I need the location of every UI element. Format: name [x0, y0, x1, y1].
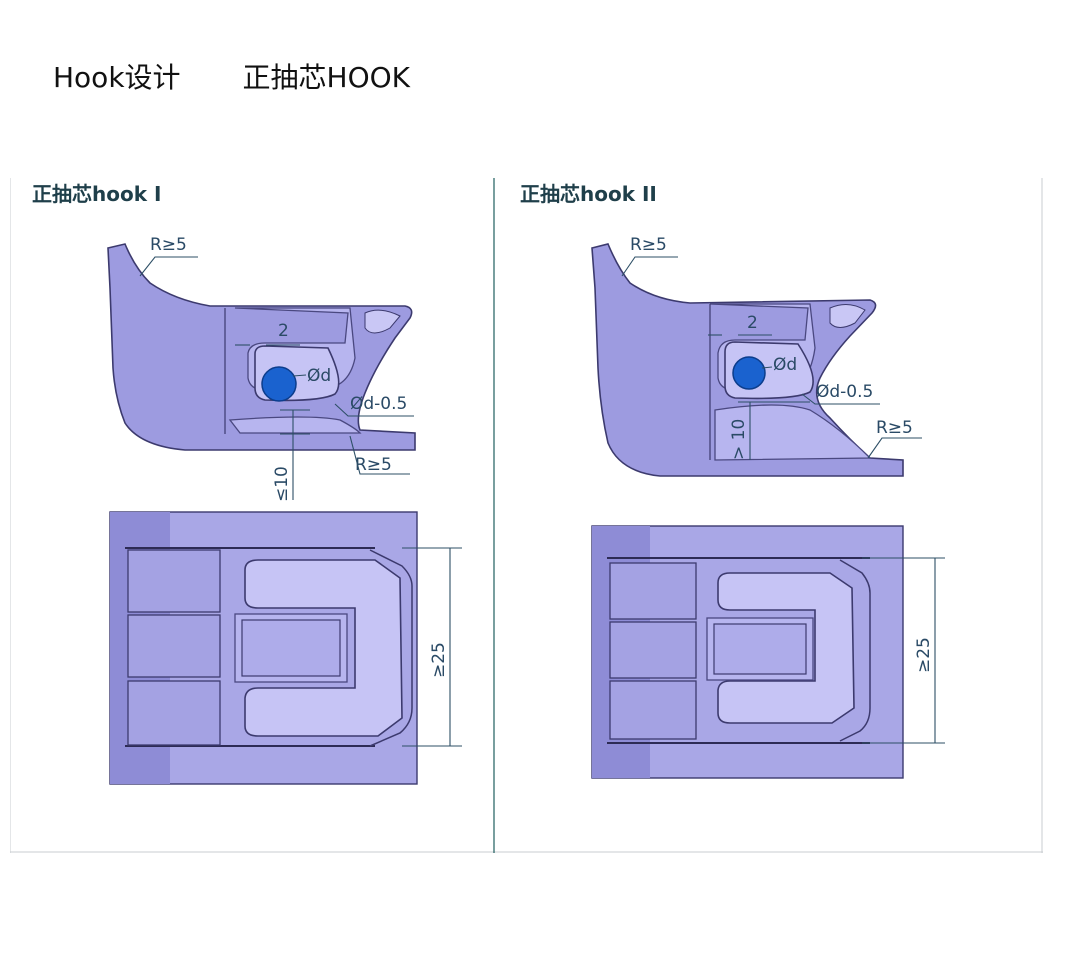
- panel-hook-2: 正抽芯hook II R≥5 2 Ød Ød-0.5 R≥5 > 10: [520, 182, 945, 779]
- hook-1-cell-3: [127, 680, 221, 746]
- hook-2-cell-3: [609, 680, 697, 740]
- hook-2-hook-lip: [714, 404, 872, 461]
- hook-2-dim-pin: Ød: [773, 355, 797, 375]
- hook-2-dim-gap: 2: [747, 313, 758, 333]
- hook-1-slot-outline: [369, 549, 413, 747]
- hook-1-side-section: [107, 243, 416, 451]
- slide-title-left: Hook设计: [53, 61, 181, 94]
- hook-1-leader-radius-bottom: [349, 435, 410, 475]
- hook-2-slot-outline: [839, 559, 871, 742]
- hook-2-dim-radius-top: R≥5: [630, 235, 667, 255]
- hook-2-u-slot: [717, 572, 855, 724]
- hook-2-side-section: [591, 243, 904, 477]
- hook-2-dim-width: ≥25: [914, 637, 934, 673]
- hook-diagram: 正抽芯hook I R≥5 2 Ød Ød-0.5 R≥5: [10, 178, 1043, 853]
- hook-2-pin: [732, 356, 766, 390]
- hook-1-center-window-inner: [241, 619, 341, 677]
- hook-2-cell-2: [609, 621, 697, 679]
- hook-2-chamfer: [829, 304, 866, 328]
- hook-1-dimensions: R≥5 2 Ød Ød-0.5 R≥5 ≤10: [139, 235, 414, 502]
- hook-1-dim-pin: Ød: [307, 366, 331, 386]
- hook-2-dim-hole: Ød-0.5: [816, 382, 873, 402]
- hook-1-pin: [261, 366, 297, 402]
- hook-1-top-view: [109, 511, 418, 785]
- hook-1-u-slot: [244, 559, 403, 737]
- hook-2-dim-depth: > 10: [729, 419, 749, 460]
- hook-2-leader-hole: [801, 393, 880, 405]
- hook-1-dim-depth: ≤10: [272, 466, 292, 502]
- hook-1-leader-radius-top: [139, 256, 198, 277]
- hook-2-width-dimension: ≥25: [862, 557, 945, 744]
- hook-2-dim-radius-bottom: R≥5: [876, 418, 913, 438]
- hook-1-dim-radius-top: R≥5: [150, 235, 187, 255]
- hook-2-dimensions: R≥5 2 Ød Ød-0.5 R≥5 > 10: [621, 235, 922, 460]
- hook-1-dim-width: ≥25: [429, 642, 449, 678]
- panel-2-title: 正抽芯hook II: [520, 182, 657, 206]
- hook-2-top-view: [591, 525, 904, 779]
- panel-1-title: 正抽芯hook I: [32, 182, 161, 206]
- hook-1-hook-lip: [228, 416, 362, 434]
- panel-hook-1: 正抽芯hook I R≥5 2 Ød Ød-0.5 R≥5: [32, 182, 462, 785]
- hook-1-dim-radius-bottom: R≥5: [355, 455, 392, 475]
- hook-1-dim-hole: Ød-0.5: [350, 394, 407, 414]
- hook-1-cell-1: [127, 549, 221, 613]
- slide-title-right: 正抽芯HOOK: [242, 61, 411, 94]
- hook-2-center-window-inner: [713, 623, 807, 675]
- hook-2-leader-pin: [761, 366, 773, 369]
- hook-1-width-dimension: ≥25: [402, 547, 462, 747]
- slide-title: Hook设计 正抽芯HOOK: [53, 56, 410, 96]
- hook-2-leader-radius-top: [621, 256, 678, 277]
- hook-1-leader-hole: [334, 403, 414, 417]
- hook-1-cell-2: [127, 614, 221, 678]
- diagram-frame: 正抽芯hook I R≥5 2 Ød Ød-0.5 R≥5: [10, 178, 1043, 853]
- hook-2-cell-1: [609, 562, 697, 620]
- hook-1-chamfer: [364, 309, 401, 334]
- hook-1-dim-gap: 2: [278, 321, 289, 341]
- hook-2-leader-radius-bottom: [867, 437, 922, 459]
- hook-1-leader-pin: [292, 374, 307, 377]
